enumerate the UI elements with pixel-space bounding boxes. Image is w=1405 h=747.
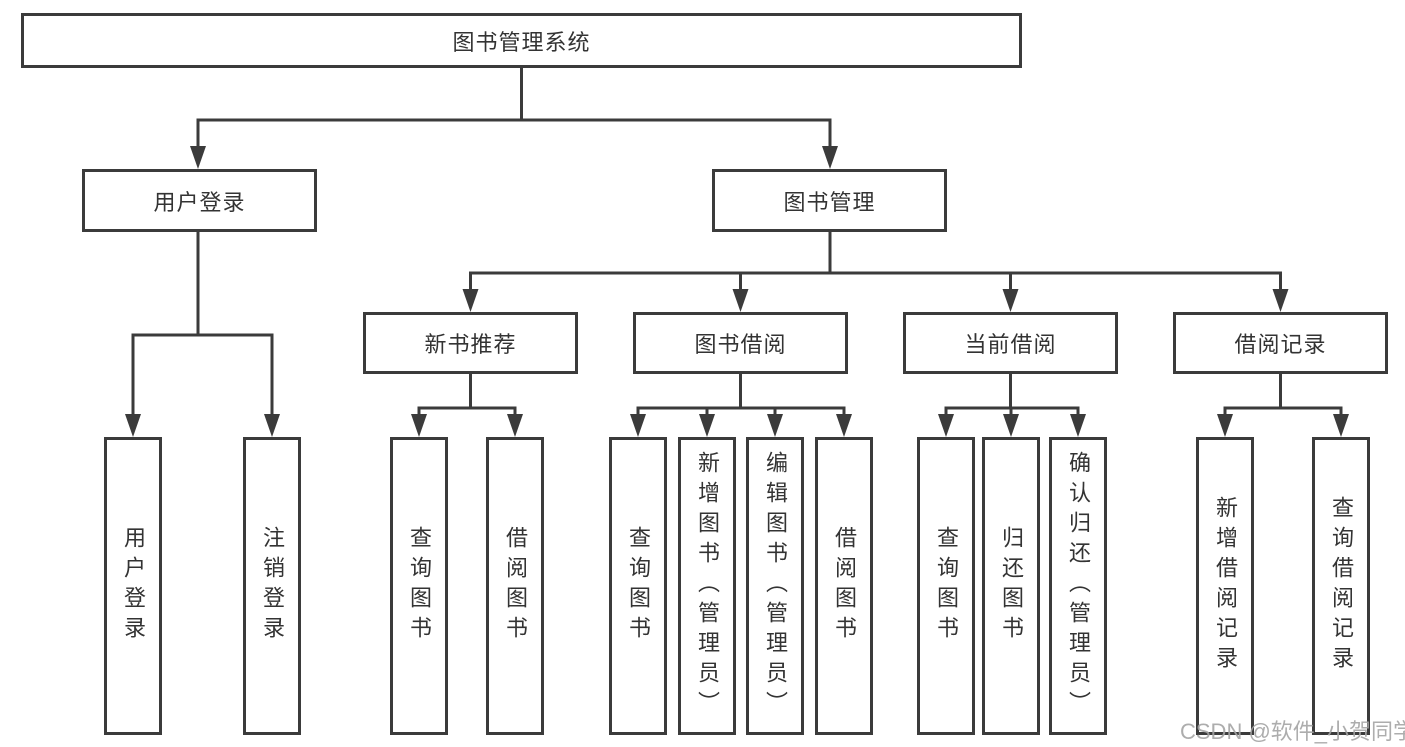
leaf-query-books-recommend: 查询图书 xyxy=(390,437,448,735)
node-borrowing-records: 借阅记录 xyxy=(1173,312,1388,374)
leaf-edit-books-admin: 编辑图书（管理员） xyxy=(746,437,804,735)
leaf-logout: 注销登录 xyxy=(243,437,301,735)
leaf-query-books-current: 查询图书 xyxy=(917,437,975,735)
leaf-borrow-books-recommend: 借阅图书 xyxy=(486,437,544,735)
leaf-add-books-admin: 新增图书（管理员） xyxy=(678,437,736,735)
leaf-borrow-books: 借阅图书 xyxy=(815,437,873,735)
csdn-watermark: CSDN @软件_小贺同学 xyxy=(1180,719,1405,744)
leaf-query-borrow-record: 查询借阅记录 xyxy=(1312,437,1370,735)
leaf-user-login: 用户登录 xyxy=(104,437,162,735)
node-library-management-system: 图书管理系统 xyxy=(21,13,1022,68)
node-book-management: 图书管理 xyxy=(712,169,947,232)
node-new-book-recommendation: 新书推荐 xyxy=(363,312,578,374)
leaf-confirm-return-admin: 确认归还（管理员） xyxy=(1049,437,1107,735)
leaf-query-books-borrow: 查询图书 xyxy=(609,437,667,735)
node-current-borrowing: 当前借阅 xyxy=(903,312,1118,374)
leaf-return-books: 归还图书 xyxy=(982,437,1040,735)
node-book-borrowing: 图书借阅 xyxy=(633,312,848,374)
node-user-login: 用户登录 xyxy=(82,169,317,232)
leaf-add-borrow-record: 新增借阅记录 xyxy=(1196,437,1254,735)
